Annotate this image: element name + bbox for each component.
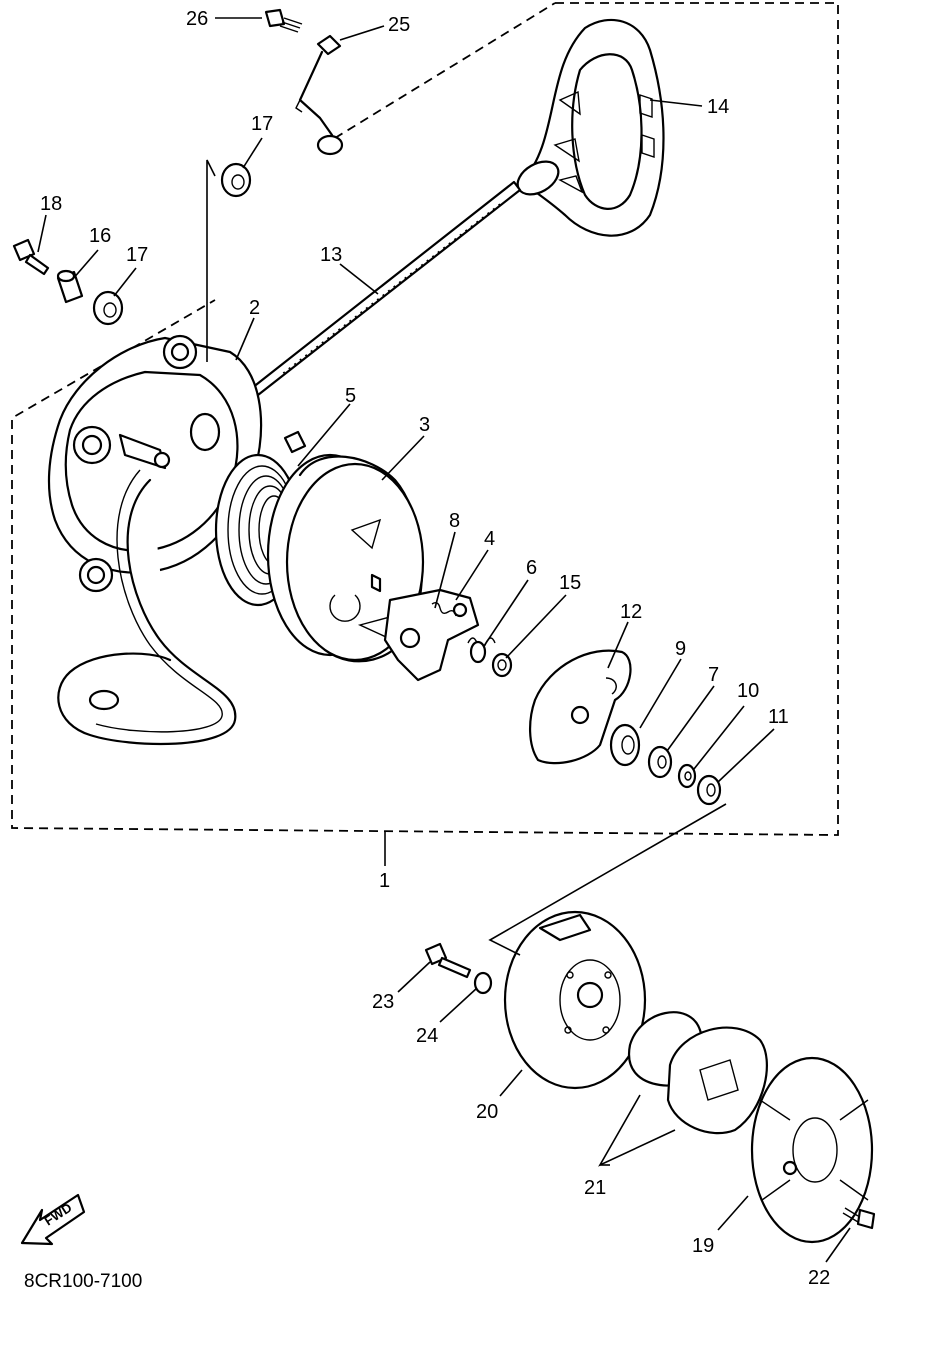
label-part-4: 4 xyxy=(484,528,495,550)
label-part-12: 12 xyxy=(620,601,642,623)
starter-rope xyxy=(250,180,522,397)
bolt-18 xyxy=(12,238,50,276)
bushing-9 xyxy=(609,723,641,767)
label-part-3: 3 xyxy=(419,414,430,436)
label-part-5: 5 xyxy=(345,385,356,407)
assembly-boundary xyxy=(11,2,839,836)
leader-lines xyxy=(37,17,851,1263)
label-part-25: 25 xyxy=(388,14,410,36)
friction-plate xyxy=(528,649,632,765)
lock-washer-10 xyxy=(677,763,697,789)
label-part-2: 2 xyxy=(249,297,260,319)
label-part-21: 21 xyxy=(584,1177,606,1199)
label-part-19: 19 xyxy=(692,1235,714,1257)
collar-17-top xyxy=(220,162,252,198)
drive-plate xyxy=(503,910,647,1090)
label-part-13: 13 xyxy=(320,244,342,266)
cover-plate xyxy=(750,1056,874,1244)
screw-22 xyxy=(842,1207,876,1230)
diagram-code: 8CR100-7100 xyxy=(24,1271,142,1292)
label-part-24: 24 xyxy=(416,1025,438,1047)
bolt-23 xyxy=(424,942,472,979)
label-part-23: 23 xyxy=(372,991,394,1013)
label-part-20: 20 xyxy=(476,1101,498,1123)
ratchet-pawl xyxy=(383,588,480,682)
spacer-plates xyxy=(627,1011,768,1135)
coil-spring xyxy=(467,637,496,664)
label-part-7: 7 xyxy=(708,664,719,686)
nut-11 xyxy=(696,774,722,806)
label-part-18: 18 xyxy=(40,193,62,215)
washer-15 xyxy=(491,652,513,678)
label-part-1: 1 xyxy=(379,870,390,892)
label-part-10: 10 xyxy=(737,680,759,702)
label-part-17: 17 xyxy=(126,244,148,266)
collar-17 xyxy=(92,290,124,326)
label-part-22: 22 xyxy=(808,1267,830,1289)
collar-16 xyxy=(56,269,84,304)
label-part-14: 14 xyxy=(707,96,729,118)
label-part-8: 8 xyxy=(449,510,460,532)
starter-case xyxy=(47,334,263,593)
washer-24 xyxy=(473,971,493,995)
label-part-9: 9 xyxy=(675,638,686,660)
label-part-15: 15 xyxy=(559,572,581,594)
fwd-arrow-icon: FWD xyxy=(20,1193,86,1246)
label-part-16: 16 xyxy=(89,225,111,247)
label-part-6: 6 xyxy=(526,557,537,579)
label-part-26: 26 xyxy=(186,8,208,30)
cable-loop xyxy=(57,469,237,746)
starter-handle xyxy=(516,18,665,237)
label-part-17-top: 17 xyxy=(251,113,273,135)
part-labels: 26 25 14 17 18 16 17 13 2 5 3 8 4 6 15 1… xyxy=(40,8,830,1289)
bolt-26 xyxy=(264,8,303,33)
washer-7 xyxy=(647,745,673,779)
label-part-11: 11 xyxy=(768,706,789,728)
bracket-25 xyxy=(295,34,344,156)
